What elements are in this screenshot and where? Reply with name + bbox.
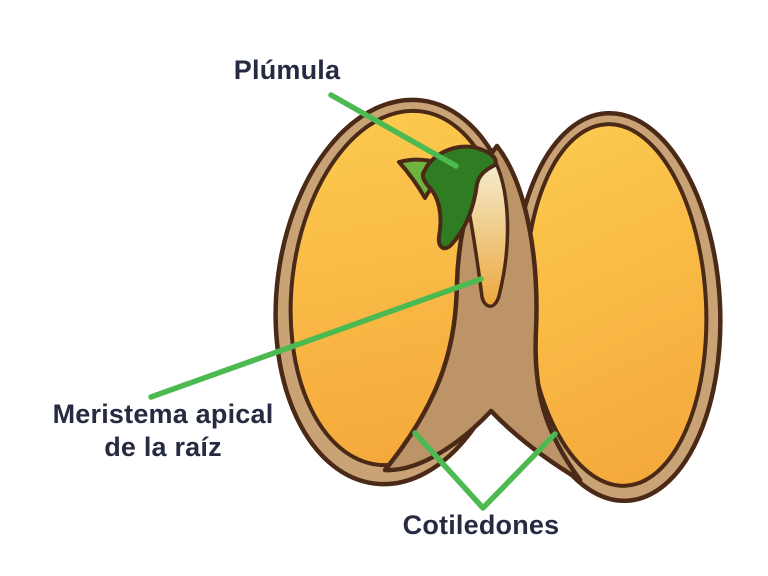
meristema-leader-line <box>148 276 484 400</box>
label-meristema-line2: de la raíz <box>104 432 222 462</box>
label-meristema-apical-raiz: Meristema apical de la raíz <box>33 398 293 464</box>
label-cotiledones: Cotiledones <box>402 510 560 540</box>
label-meristema-line1: Meristema apical <box>52 399 274 429</box>
cotiledones-leader-line <box>412 430 558 511</box>
plumula-leader-line <box>328 92 459 169</box>
embryonic-axis <box>382 143 583 483</box>
plumule-inner-leaf <box>420 144 498 251</box>
right-cotyledon <box>511 110 723 504</box>
label-plumula: Plúmula <box>233 55 341 85</box>
